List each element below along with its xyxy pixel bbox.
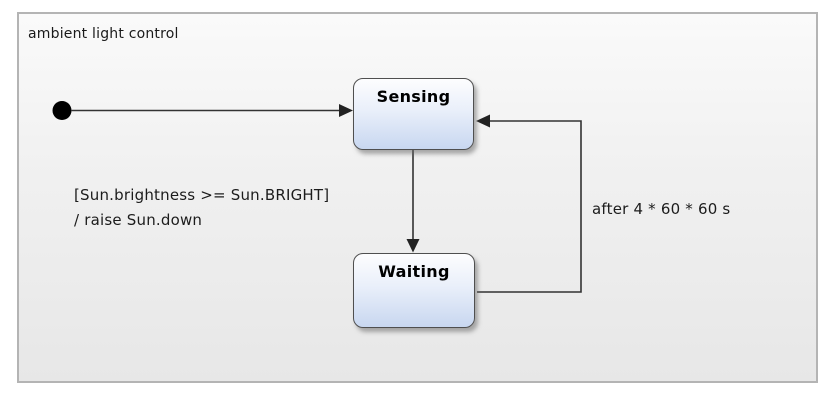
initial-state-dot[interactable]	[52, 101, 72, 120]
transition-guard-label: [Sun.brightness >= Sun.BRIGHT] / raise S…	[74, 183, 329, 233]
arrowhead-down-icon	[406, 239, 420, 253]
transition-waiting-to-sensing[interactable]	[477, 120, 582, 293]
state-waiting-label: Waiting	[378, 262, 450, 281]
arrowhead-left-icon	[476, 114, 490, 128]
arrowhead-right-icon	[339, 104, 353, 117]
transition-action-line: / raise Sun.down	[74, 211, 203, 229]
state-sensing-label: Sensing	[376, 87, 451, 106]
region-title: ambient light control	[28, 26, 179, 42]
state-sensing[interactable]: Sensing	[353, 78, 474, 150]
transition-guard-line: [Sun.brightness >= Sun.BRIGHT]	[74, 186, 330, 204]
state-waiting[interactable]: Waiting	[353, 253, 475, 328]
transition-trigger-label: after 4 * 60 * 60 s	[592, 200, 731, 218]
